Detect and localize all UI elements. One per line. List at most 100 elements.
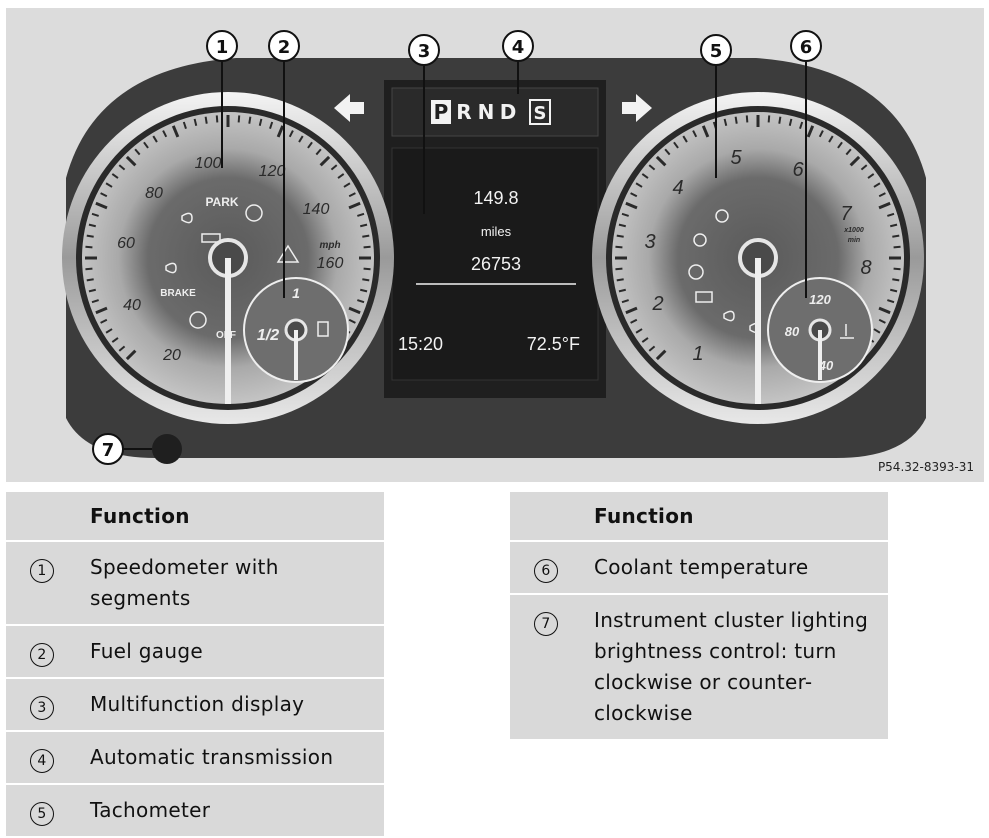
abs-icon xyxy=(189,311,207,329)
dial-tick xyxy=(867,173,875,179)
tachometer-gauge: 1 2 3 4 5 6 7 8 x1000 min xyxy=(592,92,924,424)
tacho-tick-6: 6 xyxy=(792,159,804,181)
dial-tick xyxy=(873,182,881,188)
dial-tick xyxy=(105,328,113,334)
dial-tick xyxy=(618,288,626,293)
table-row: 7 Instrument cluster lighting brightness… xyxy=(510,594,888,741)
table-header-row: Function xyxy=(510,492,888,542)
callout-7: 7 xyxy=(92,433,124,465)
dial-tick xyxy=(88,223,96,228)
odometer-value: 26753 xyxy=(471,254,521,274)
dial-tick xyxy=(348,192,356,198)
dial-tick xyxy=(849,155,861,167)
svg-text:3: 3 xyxy=(418,41,431,62)
table-row: 3 Multifunction display xyxy=(6,678,384,732)
dial-tick xyxy=(818,130,824,138)
dial-tick xyxy=(890,288,898,293)
gear-selector-bar xyxy=(391,87,599,137)
fog-light-icon xyxy=(723,310,735,322)
callout-6: 6 xyxy=(790,30,822,62)
parking-brake-icon xyxy=(245,204,263,222)
dial-tick xyxy=(828,135,834,143)
airbag-icon xyxy=(693,233,707,247)
dial-tick xyxy=(641,173,649,179)
gear-park: P xyxy=(434,100,449,124)
dial-tick xyxy=(621,299,629,304)
dial-tick xyxy=(860,164,868,171)
dial-tick xyxy=(288,130,294,138)
table-row: 2 Fuel gauge xyxy=(6,625,384,679)
dial-tick xyxy=(616,234,624,238)
coolant-tick-120: 120 xyxy=(809,292,831,307)
dial-tick xyxy=(193,118,198,126)
speedo-tick-60: 60 xyxy=(117,235,135,252)
function-table-left: Function 1 Speedometer with segments 2 F… xyxy=(6,492,384,838)
dial-tick xyxy=(95,201,108,210)
row-number: 1 xyxy=(30,559,54,583)
dial-tick xyxy=(616,278,624,282)
gear-drive: D xyxy=(500,100,517,124)
dial-tick xyxy=(878,201,891,210)
dial-tick xyxy=(625,306,638,315)
dial-tick xyxy=(837,141,843,149)
dial-tick xyxy=(890,223,898,228)
function-header: Function xyxy=(582,492,888,542)
svg-text:4: 4 xyxy=(512,37,525,58)
dial-tick xyxy=(95,306,108,315)
speedo-tick-160: 160 xyxy=(317,255,344,272)
table-row: 6 Coolant temperature xyxy=(510,541,888,595)
dial-tick xyxy=(348,318,356,324)
dial-tick xyxy=(125,349,137,361)
dial-tick xyxy=(701,125,710,138)
tacho-tick-7: 7 xyxy=(840,203,852,225)
dial-tick xyxy=(635,328,643,334)
dial-tick xyxy=(878,318,886,324)
row-text: Fuel gauge xyxy=(78,625,384,679)
speedo-tick-20: 20 xyxy=(162,347,181,364)
speedo-tick-140: 140 xyxy=(303,201,330,218)
dial-tick xyxy=(893,245,901,249)
speedo-tick-80: 80 xyxy=(145,185,163,202)
row-number: 2 xyxy=(30,643,54,667)
dial-tick xyxy=(258,118,263,126)
dial-tick xyxy=(357,299,365,304)
dial-tick xyxy=(307,141,313,149)
dial-tick xyxy=(162,130,168,138)
gear-park-box xyxy=(431,100,451,124)
speedo-tick-40: 40 xyxy=(123,297,141,314)
left-turn-arrow-icon xyxy=(334,94,364,122)
multifunction-display xyxy=(391,147,599,381)
dial-tick xyxy=(673,141,679,149)
dial-tick xyxy=(682,135,688,143)
function-table-right: Function 6 Coolant temperature 7 Instrum… xyxy=(510,492,888,741)
coolant-temperature-icon xyxy=(840,324,854,339)
dial-tick xyxy=(892,234,900,238)
row-text: Tachometer xyxy=(78,784,384,838)
dial-tick xyxy=(845,148,852,156)
dial-tick xyxy=(892,278,900,282)
dial-tick xyxy=(85,245,93,249)
tacho-tick-2: 2 xyxy=(651,293,663,315)
callout-4: 4 xyxy=(502,30,534,62)
dial-tick xyxy=(86,278,94,282)
dial-tick xyxy=(778,116,782,124)
park-label: PARK xyxy=(205,195,238,209)
dial-tick xyxy=(315,148,322,156)
speedometer-gauge: 20 40 60 80 100 120 140 160 mph PARK BRA… xyxy=(62,92,394,424)
callout-3: 3 xyxy=(408,34,440,66)
check-engine-icon xyxy=(695,291,713,303)
dial-tick xyxy=(723,118,728,126)
dial-tick xyxy=(363,267,371,271)
dial-tick xyxy=(788,118,793,126)
distance-unit: miles xyxy=(481,224,512,239)
dial-tick xyxy=(100,192,108,198)
dial-tick xyxy=(878,192,886,198)
dial-tick xyxy=(357,212,365,217)
tacho-tick-8: 8 xyxy=(860,257,871,279)
row-number: 7 xyxy=(534,612,558,636)
gear-mode-box xyxy=(529,99,551,125)
dial-tick xyxy=(887,212,895,217)
dial-tick xyxy=(118,164,126,171)
right-turn-arrow-icon xyxy=(622,94,652,122)
gear-mode: S xyxy=(534,103,547,124)
